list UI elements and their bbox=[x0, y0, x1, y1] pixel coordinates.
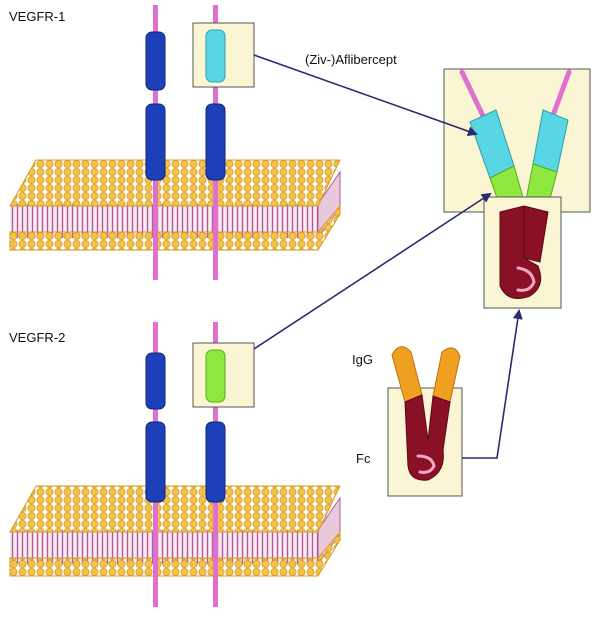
arrow-fc-to-aflibercept bbox=[462, 309, 523, 459]
igg-fab-arm-right bbox=[432, 347, 461, 403]
aflibercept-label: (Ziv-)Aflibercept bbox=[305, 52, 397, 67]
igg-fc-region bbox=[404, 394, 451, 481]
vegfr1-left-domain-lower bbox=[145, 103, 166, 181]
vegfr2-label: VEGFR-2 bbox=[9, 330, 66, 345]
vegfr1-right-domain-lower bbox=[205, 103, 226, 181]
aflibercept-fc-highlight bbox=[516, 266, 536, 292]
membrane-top bbox=[9, 159, 341, 251]
aflibercept-fc-region bbox=[499, 205, 549, 299]
vegfr2-left-domain-lower bbox=[145, 421, 166, 503]
aflibercept-tip-right bbox=[549, 69, 572, 121]
arrow-vegfr1-to-aflibercept bbox=[253, 54, 478, 137]
vegfr1-left-domain-upper bbox=[145, 31, 166, 91]
vegfr2-ligand-binding-domain bbox=[205, 349, 226, 403]
igg-label: IgG bbox=[352, 352, 373, 367]
aflibercept-tip-left bbox=[459, 69, 487, 121]
vegfr2-left-domain-upper bbox=[145, 352, 166, 410]
vegfr2-right-domain-lower bbox=[205, 421, 226, 503]
igg-fab-arm-left bbox=[391, 346, 423, 403]
arrow-vegfr2-to-aflibercept bbox=[253, 192, 492, 350]
membrane-bottom bbox=[9, 485, 341, 577]
vegfr1-label: VEGFR-1 bbox=[9, 9, 66, 24]
fc-label: Fc bbox=[356, 451, 371, 466]
igg-fc-highlight bbox=[416, 454, 436, 474]
vegfr1-ligand-binding-domain bbox=[205, 29, 226, 83]
